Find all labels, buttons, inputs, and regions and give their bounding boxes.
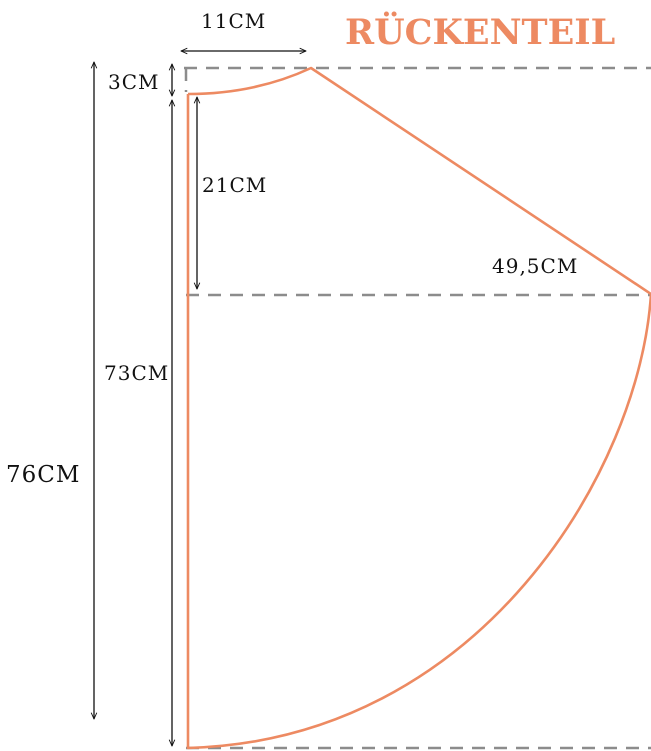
guide-lines	[184, 66, 651, 750]
dimension-lines	[94, 51, 306, 746]
total-length-label: 76CM	[6, 462, 80, 488]
neck-width-label: 11CM	[201, 9, 266, 33]
title: RÜCKENTEIL	[345, 10, 615, 53]
back-panel-outline	[186, 66, 651, 750]
armhole-depth-label: 21CM	[202, 173, 267, 197]
shoulder-length-label: 49,5CM	[492, 254, 578, 278]
neck-depth-label: 3CM	[108, 70, 160, 94]
side-length-label: 73CM	[104, 361, 169, 385]
